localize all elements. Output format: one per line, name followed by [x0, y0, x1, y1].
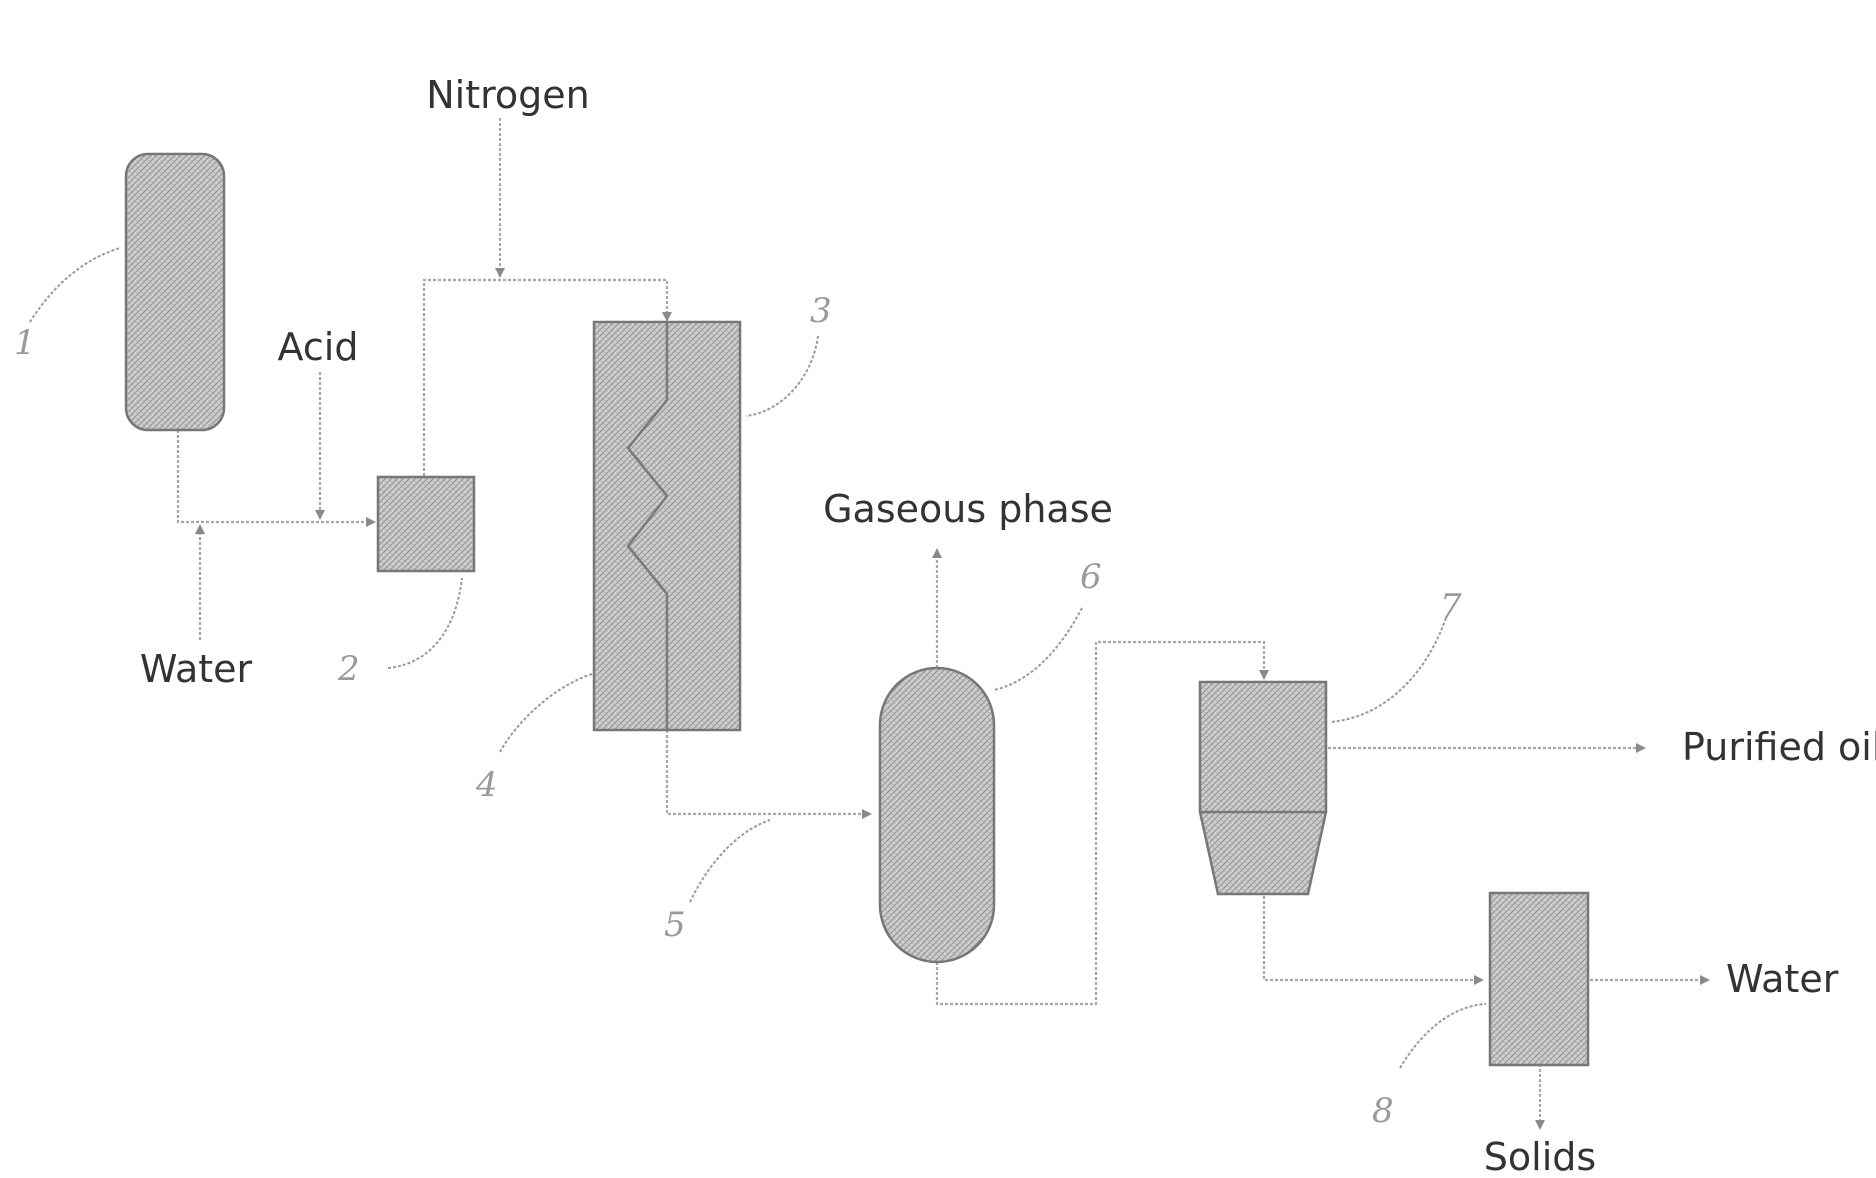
arrow-water-up [195, 524, 205, 534]
arrow-into-centrifuge [1259, 670, 1269, 680]
vessel-8-filter [1490, 893, 1588, 1065]
label-solids: Solids [1484, 1135, 1596, 1178]
numeral-4: 4 [475, 765, 498, 805]
arrow-into-mixer [366, 517, 376, 527]
numeral-6: 6 [1080, 557, 1102, 597]
leader-3 [746, 336, 818, 416]
arrow-gaseous-up [932, 548, 942, 558]
arrow-water-out [1700, 975, 1710, 985]
line-centrifuge-to-filter [1264, 896, 1480, 980]
label-acid: Acid [278, 325, 359, 369]
numeral-5: 5 [664, 905, 686, 945]
label-water-out: Water [1726, 957, 1839, 1001]
arrow-into-separator [862, 809, 872, 819]
leader-8 [1400, 1004, 1486, 1068]
label-nitrogen: Nitrogen [426, 73, 590, 117]
numeral-2: 2 [337, 649, 360, 689]
vessel-1-tank [126, 154, 224, 430]
line-stream-5 [667, 730, 868, 814]
leader-7 [1330, 618, 1446, 722]
label-gaseous-phase: Gaseous phase [823, 487, 1113, 531]
vessel-7-centrifuge [1200, 682, 1326, 894]
label-water-in: Water [140, 647, 253, 691]
vessel-2-mixer [378, 477, 474, 571]
numeral-7: 7 [1440, 587, 1462, 627]
arrow-into-reactor [662, 312, 672, 322]
arrow-acid-down [315, 510, 325, 520]
arrow-nitrogen-down [495, 268, 505, 278]
leader-4 [500, 674, 592, 752]
arrow-into-filter [1474, 975, 1484, 985]
leader-5 [690, 820, 770, 902]
numeral-1: 1 [14, 323, 36, 363]
numeral-8: 8 [1372, 1091, 1394, 1131]
numeral-3: 3 [810, 291, 832, 331]
arrow-solids-down [1535, 1120, 1545, 1130]
leader-1 [30, 248, 120, 322]
line-tank-to-mixer [178, 430, 374, 522]
label-purified-oil: Purified oil [1682, 725, 1876, 769]
vessel-6-separator [880, 668, 994, 962]
leader-2 [388, 578, 462, 668]
arrow-purified-oil [1636, 743, 1646, 753]
leader-6 [994, 608, 1082, 690]
